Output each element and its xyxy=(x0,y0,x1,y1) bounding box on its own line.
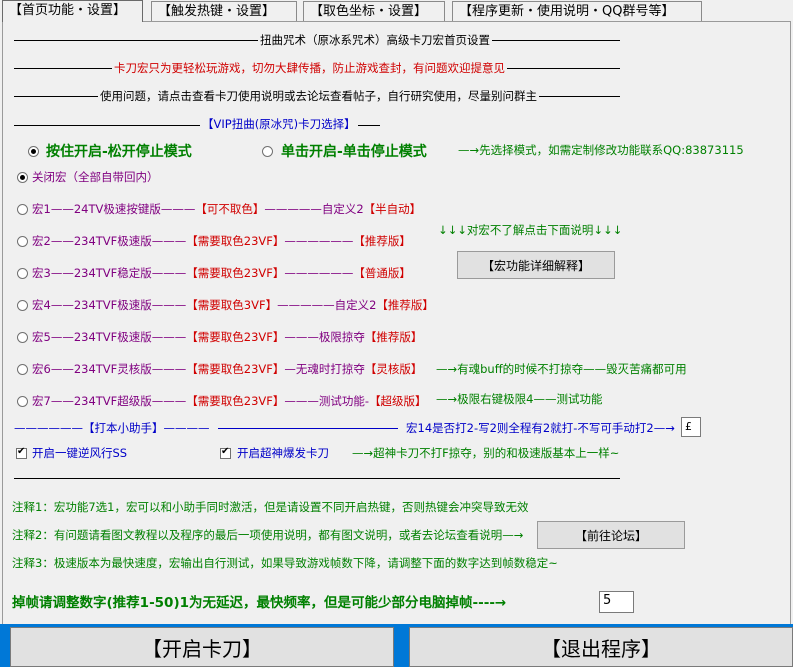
macro2-color-req: 【需要取色23VF】 xyxy=(186,234,285,248)
macro6-name: 宏6——234TVF灵核版——— xyxy=(32,362,187,376)
tab-update-help-qq[interactable]: 【程序更新・使用说明・QQ群号等】 xyxy=(452,1,702,21)
macro1-label: 宏1——24TV极速按键版———【可不取色】—————自定义2【半自动】 xyxy=(32,202,421,216)
macro6-extra: —无魂时打掠夺 xyxy=(284,362,365,376)
mode-click-label: 单击开启-单击停止模式 xyxy=(281,144,427,160)
macro3-label: 宏3——234TVF稳定版———【需要取色23VF】——————【普通版】 xyxy=(32,266,411,280)
macro3-radio[interactable] xyxy=(17,268,28,279)
tab-hotkey-settings[interactable]: 【触发热键・设置】 xyxy=(151,1,297,21)
macro4-color-req: 【需要取色3VF】 xyxy=(186,298,278,312)
helper-section-title: ——————【打本小助手】———— xyxy=(14,421,210,435)
macro6-color-req: 【需要取色23VF】 xyxy=(186,362,285,376)
macro5-label: 宏5——234TVF极速版———【需要取色23VF】———极限掠夺【推荐版】 xyxy=(32,330,422,344)
headwind-checkbox[interactable] xyxy=(16,446,27,459)
macro2-radio[interactable] xyxy=(17,236,28,247)
explain-arrows-hint: ↓↓↓对宏不了解点击下面说明↓↓↓ xyxy=(438,223,623,237)
frame-adjust-label: 掉帧请调整数字(推荐1-50)1为无延迟，最快频率，但是可能少部分电脑掉帧---… xyxy=(12,595,507,611)
macro5-name: 宏5——234TVF极速版——— xyxy=(32,330,187,344)
headwind-label: 开启一键逆风行SS xyxy=(32,446,128,460)
macro7-name: 宏7——234TVF超级版——— xyxy=(32,394,187,408)
macro-off-label: 关闭宏（全部自带回内） xyxy=(32,170,159,184)
macro6-note: —→有魂buff的时候不打掠夺——毁灭苦痛都可用 xyxy=(436,362,687,376)
macro3-type: 【普通版】 xyxy=(353,266,411,280)
macro4-extra: —————自定义2 xyxy=(277,298,377,312)
macro6-radio[interactable] xyxy=(17,364,28,375)
macro4-name: 宏4——234TVF极速版——— xyxy=(32,298,187,312)
mode-hint: —→先选择模式，如需定制修改功能联系QQ:83873115 xyxy=(458,143,744,157)
divider xyxy=(14,478,620,479)
header-warning: 卡刀宏只为更轻松玩游戏，切勿大肆传播，防止游戏查封，有问题欢迎提意见 xyxy=(112,61,507,75)
macro2-label: 宏2——234TVF极速版———【需要取色23VF】——————【推荐版】 xyxy=(32,234,411,248)
macro7-label: 宏7——234TVF超级版———【需要取色23VF】———测试功能-【超级版】 xyxy=(32,394,427,408)
macro2-type: 【推荐版】 xyxy=(353,234,411,248)
macro6-type: 【灵核版】 xyxy=(364,362,423,376)
macro3-name: 宏3——234TVF稳定版——— xyxy=(32,266,187,280)
macro-off-radio[interactable] xyxy=(17,172,28,183)
macro2-extra: —————— xyxy=(284,234,354,248)
macro14-input[interactable]: £ xyxy=(681,417,701,437)
header-title: 扭曲咒术（原冰系咒术）高级卡刀宏首页设置 xyxy=(258,33,492,47)
tab-strip: 【首页功能・设置】 【触发热键・设置】 【取色坐标・设置】 【程序更新・使用说明… xyxy=(0,0,793,22)
start-macro-button[interactable]: 【开启卡刀】 xyxy=(10,627,394,667)
macro3-color-req: 【需要取色23VF】 xyxy=(186,266,285,280)
divider xyxy=(14,125,380,126)
macro1-extra: —————自定义2 xyxy=(264,202,364,216)
macro-explain-button[interactable]: 【宏功能详细解释】 xyxy=(457,251,615,279)
exit-program-button[interactable]: 【退出程序】 xyxy=(409,627,793,667)
macro4-radio[interactable] xyxy=(17,300,28,311)
divider xyxy=(218,428,398,429)
macro1-type: 【半自动】 xyxy=(363,202,422,216)
burst-label: 开启超神爆发卡刀 xyxy=(237,446,329,460)
macro6-label: 宏6——234TVF灵核版———【需要取色23VF】—无魂时打掠夺【灵核版】 xyxy=(32,362,422,376)
macro7-color-req: 【需要取色23VF】 xyxy=(186,394,285,408)
vip-section-title: 【VIP扭曲(原冰咒)卡刀选择】 xyxy=(200,117,358,131)
macro7-type: 【超级版】 xyxy=(369,394,427,408)
macro1-color-req: 【可不取色】 xyxy=(195,202,265,216)
macro5-color-req: 【需要取色23VF】 xyxy=(186,330,285,344)
tab-home-settings[interactable]: 【首页功能・设置】 xyxy=(2,0,143,22)
macro4-type: 【推荐版】 xyxy=(376,298,434,312)
macro1-name: 宏1——24TV极速按键版——— xyxy=(32,202,196,216)
macro7-note: —→极限右键极限4——测试功能 xyxy=(436,392,603,406)
macro7-radio[interactable] xyxy=(17,396,28,407)
macro1-radio[interactable] xyxy=(17,204,28,215)
macro14-question: 宏14是否打2-写2则全程有2就打-不写可手动打2—→ xyxy=(406,421,675,435)
burst-checkbox[interactable] xyxy=(220,446,231,459)
macro5-type: 【推荐版】 xyxy=(364,330,423,344)
mode-click-radio[interactable] xyxy=(262,146,273,157)
note-1: 注释1：宏功能7选1，宏可以和小助手同时激活，但是请设置不同开启热键，否则热键会… xyxy=(12,500,529,514)
forum-button[interactable]: 【前往论坛】 xyxy=(537,521,685,549)
frame-delay-input[interactable]: 5 xyxy=(599,591,634,613)
macro5-extra: ———极限掠夺 xyxy=(284,330,365,344)
macro2-name: 宏2——234TVF极速版——— xyxy=(32,234,187,248)
note-2: 注释2：有问题请看图文教程以及程序的最后一项使用说明，都有图文说明，或者去论坛查… xyxy=(12,528,524,542)
macro5-radio[interactable] xyxy=(17,332,28,343)
macro4-label: 宏4——234TVF极速版———【需要取色3VF】—————自定义2【推荐版】 xyxy=(32,298,434,312)
burst-note: —→超神卡刀不打F掠夺，别的和极速版基本上一样~ xyxy=(352,446,620,460)
tab-color-coord-settings[interactable]: 【取色坐标・设置】 xyxy=(303,1,445,21)
note-3: 注释3：极速版本为最快速度，宏输出自行测试，如果导致游戏帧数下降，请调整下面的数… xyxy=(12,556,558,570)
macro3-extra: —————— xyxy=(284,266,354,280)
macro7-extra: ———测试功能- xyxy=(284,394,370,408)
mode-hold-radio[interactable] xyxy=(28,146,39,157)
mode-hold-label: 按住开启-松开停止模式 xyxy=(46,144,192,160)
header-usage-note: 使用问题，请点击查看卡刀使用说明或去论坛查看帖子，自行研究使用，尽量别问群主 xyxy=(98,89,539,103)
